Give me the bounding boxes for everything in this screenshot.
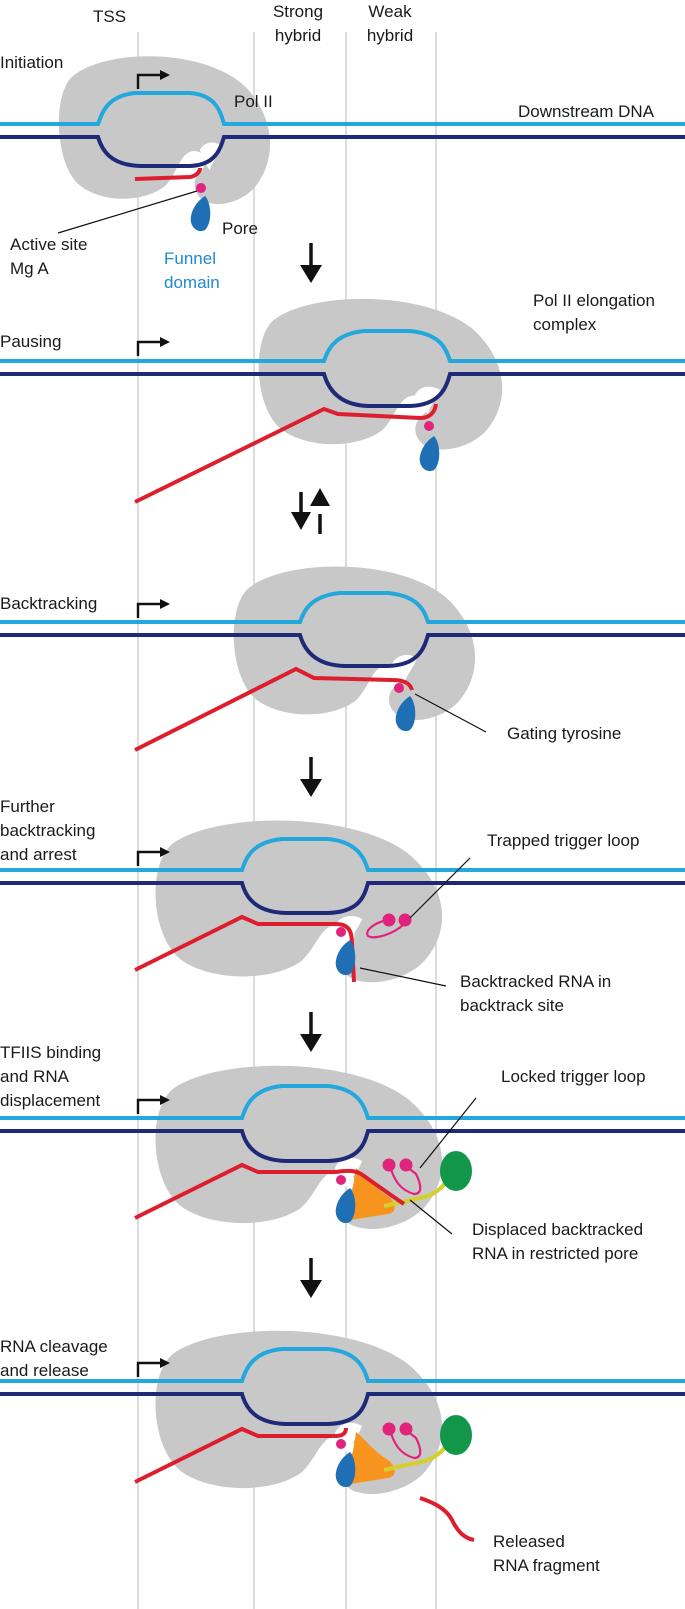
funnel-domain-shape (335, 1452, 356, 1488)
released-rna-fragment-shape (419, 1496, 475, 1542)
template-dna-strand (0, 1129, 685, 1163)
rna-transcript (134, 666, 414, 752)
step-arrow-1 (298, 241, 324, 285)
funnel-domain-shape (335, 1188, 356, 1224)
locked-trigger-loop-label: Locked trigger loop (501, 1067, 646, 1086)
tss-arrow (136, 335, 172, 358)
pore-label: Pore (222, 219, 258, 238)
panel-label-further-backtracking: Further backtracking and arrest (0, 797, 96, 864)
funnel-domain-label: Funnel domain (164, 249, 220, 292)
nontemplate-dna-strand (0, 837, 685, 872)
trapped-trigger-loop-label: Trapped trigger loop (487, 831, 640, 850)
rna-transcript (134, 167, 202, 181)
locked-trigger-loop-leader (419, 1097, 477, 1169)
equilibrium-arrows (291, 488, 330, 534)
panel-backtracking (0, 566, 685, 752)
panel-label-backtracking: Backtracking (0, 594, 98, 613)
step-arrow-3 (298, 1010, 324, 1054)
funnel-domain-shape (190, 196, 211, 232)
panel-label-pausing: Pausing (0, 332, 62, 351)
active-site-dot (336, 1175, 346, 1185)
strong-hybrid-column-header: Strong hybrid (272, 2, 324, 45)
locked-trigger-loop-shape (382, 1158, 422, 1196)
panel-label-rna-cleavage: RNA cleavage and release (0, 1337, 108, 1380)
tfiis-zinc-ribbon (440, 1151, 472, 1191)
tss-column-header: TSS (93, 7, 127, 26)
trapped-trigger-loop-leader (409, 857, 471, 919)
tfiis-zinc-ribbon (440, 1415, 472, 1455)
tfiis-domain (347, 1168, 395, 1220)
displaced-rna-leader (409, 1199, 453, 1235)
panel-label-tfiis-binding: TFIIS binding and RNA displacement (0, 1043, 102, 1110)
gating-tyrosine-leader (414, 693, 487, 733)
tfiis-linker (383, 1180, 448, 1208)
locked-trigger-loop-shape (382, 1422, 422, 1460)
nontemplate-dna-strand (0, 329, 685, 363)
template-dna-strand (0, 135, 685, 168)
rna-transcript (134, 914, 356, 983)
pol-ii-body (155, 820, 443, 983)
funnel-domain-shape (335, 940, 356, 976)
rna-transcript (134, 1162, 406, 1220)
tss-arrow (136, 597, 172, 620)
tfiis-linker (383, 1444, 448, 1472)
template-dna-strand (0, 881, 685, 915)
elongation-complex-label: Pol II elongation complex (533, 291, 655, 334)
trapped-trigger-loop-shape (366, 913, 412, 939)
backtracked-rna-leader (359, 967, 447, 987)
downstream-dna-label: Downstream DNA (518, 102, 655, 121)
pol-ii-body (58, 56, 271, 205)
nontemplate-dna-strand (0, 91, 685, 126)
step-arrow-4 (298, 1256, 324, 1300)
weak-hybrid-column-header: Weak hybrid (366, 2, 414, 45)
rna-transcript (134, 1426, 348, 1484)
active-site-label: Active site Mg A (10, 235, 88, 278)
released-rna-label: Released RNA fragment (493, 1532, 600, 1575)
step-arrow-2 (298, 755, 324, 799)
backtracked-rna-label: Backtracked RNA in backtrack site (460, 972, 612, 1015)
gating-tyrosine-label: Gating tyrosine (507, 724, 622, 743)
active-site-dot (196, 183, 206, 193)
template-dna-strand (0, 633, 685, 668)
template-dna-strand (0, 1392, 685, 1426)
active-site-dot (424, 421, 434, 431)
active-site-dot (336, 1439, 346, 1449)
panel-initiation (0, 56, 685, 234)
nontemplate-dna-strand (0, 591, 685, 624)
panel-pausing (0, 298, 685, 504)
pol-ii-body (233, 566, 476, 720)
panel-label-initiation: Initiation (0, 53, 64, 72)
active-site-dot (336, 927, 346, 937)
panel-tfiis-binding (0, 1065, 685, 1235)
pol-ii-body (155, 1330, 443, 1494)
panel-rna-cleavage (0, 1330, 685, 1542)
pol-ii-label: Pol II (234, 92, 273, 111)
active-site-dot (394, 683, 404, 693)
panel-further-backtracking (0, 820, 685, 987)
rna-transcript (134, 403, 438, 504)
nontemplate-dna-strand (0, 1347, 685, 1383)
tfiis-domain (347, 1432, 395, 1484)
nontemplate-dna-strand (0, 1084, 685, 1120)
active-site-leader (57, 190, 198, 234)
displaced-rna-label: Displaced backtracked RNA in restricted … (472, 1220, 644, 1263)
template-dna-strand (0, 372, 685, 408)
